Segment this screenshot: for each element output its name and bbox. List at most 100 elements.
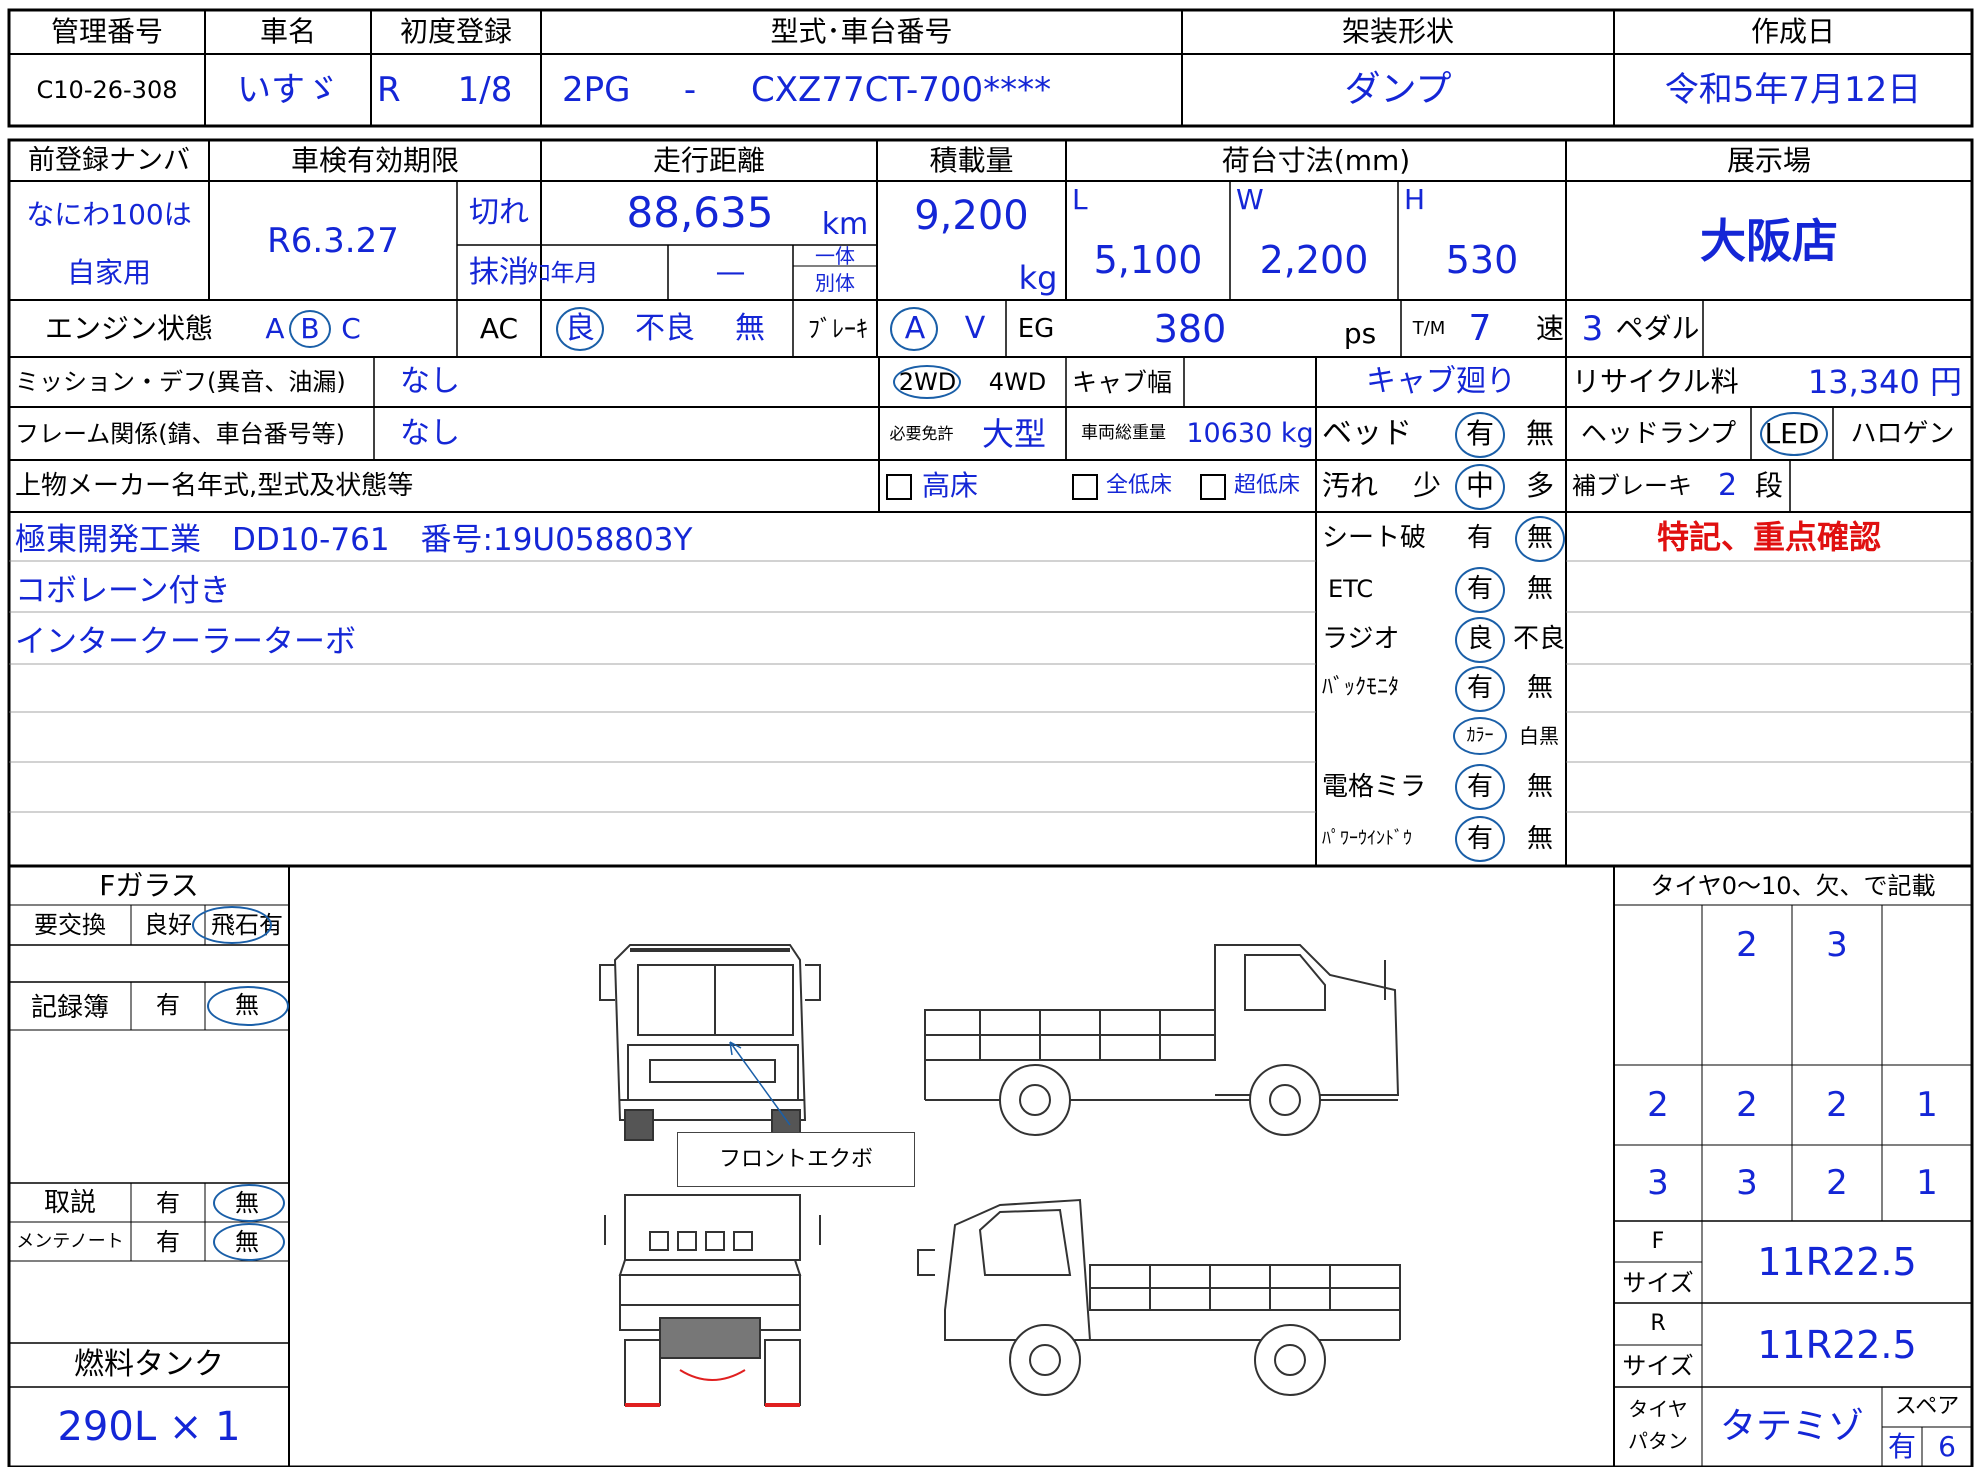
tire-rear2-2: 3 [1736, 1163, 1758, 1203]
bed-length: 5,100 [1093, 238, 1203, 282]
tire-rear2-4: 1 [1916, 1163, 1938, 1203]
pattern-label-1: タイヤ [1628, 1397, 1688, 1421]
record-book-label: 記録簿 [30, 992, 109, 1023]
tire-rear2-3: 2 [1826, 1163, 1848, 1203]
tacho-integrated: 一体 [815, 243, 855, 268]
glass-good: 良好 [144, 911, 192, 939]
glass-chip-circle [192, 906, 272, 944]
fuel-tank-value: 290L × 1 [57, 1404, 241, 1450]
drive-4wd: 4WD [988, 368, 1047, 396]
aux-brake-value: 2 [1717, 468, 1738, 503]
gross-weight-value: 10630 kg [1186, 418, 1314, 449]
bed-W-label: W [1236, 183, 1264, 216]
load-unit: kg [1018, 258, 1058, 297]
front-size-label: サイズ [1622, 1268, 1694, 1297]
front-tire-label: F [1651, 1228, 1665, 1254]
bed-height: 530 [1445, 238, 1519, 282]
rear-size-label: サイズ [1622, 1352, 1694, 1380]
mileage-value: 88,635 [626, 188, 774, 237]
header-bed-size: 荷台寸法(mm) [1221, 143, 1411, 177]
front-dent-callout: フロントエクボ [677, 1132, 915, 1187]
engine-grade-a: A [265, 311, 285, 345]
aux-brake-unit: 段 [1754, 469, 1783, 502]
note-line-2: コボレーン付き [15, 572, 231, 609]
car-name: いすゞ [237, 70, 339, 110]
header-mgmt-no: 管理番号 [50, 15, 163, 48]
reg-date: 1/8 [457, 70, 513, 110]
maintenance-note-label: メンテノート [16, 1230, 124, 1252]
pedal-count: 3 [1581, 308, 1604, 349]
reg-era: R [377, 70, 401, 110]
header-car-name: 車名 [259, 15, 316, 48]
dirt-mid-circle [1455, 464, 1505, 510]
gross-weight-label: 車両総重量 [1081, 423, 1166, 443]
chassis-number: CXZ77CT-700**** [751, 70, 1052, 110]
note-line-1: 極東開発工業 DD10-761 番号:19U058803Y [15, 521, 693, 558]
brake-grade-v: V [964, 310, 986, 346]
bed-width: 2,200 [1259, 238, 1369, 282]
aux-brake-label: 補ブレーキ [1572, 472, 1692, 500]
seat-tear-label: シート破 [1322, 523, 1427, 553]
special-notes-title: 特記、重点確認 [1656, 518, 1881, 556]
ps-unit: ps [1343, 316, 1377, 350]
engine-power: 380 [1153, 306, 1227, 351]
tacho-value: — [715, 254, 746, 290]
body-type: ダンプ [1344, 69, 1452, 110]
maintenance-note-no-circle [213, 1223, 285, 1261]
glass-replace: 要交換 [34, 911, 106, 939]
cancelled-label: 抹消 [469, 255, 529, 290]
tire-rear1-1: 2 [1647, 1085, 1669, 1125]
bed-yes-circle [1455, 412, 1505, 458]
tire-rear2-1: 3 [1647, 1163, 1669, 1203]
rear-tire-label: R [1650, 1311, 1666, 1336]
tm-label: T/M [1412, 317, 1446, 339]
high-floor-checkbox[interactable] [886, 474, 912, 500]
engine-grade-c: C [341, 311, 361, 345]
tire-panel-title: タイヤ0～10、欠、で記載 [1650, 871, 1936, 900]
frame-label: フレーム関係(錆、車台番号等) [15, 419, 346, 448]
super-low-floor-checkbox[interactable] [1200, 474, 1226, 500]
tire-rear1-2: 2 [1736, 1085, 1758, 1125]
created-date: 令和5年7月12日 [1664, 70, 1922, 110]
manual-no-circle [213, 1184, 285, 1222]
header-first-registration: 初度登録 [399, 15, 512, 48]
cab-width-label: キャブ幅 [1072, 367, 1173, 397]
mission-label: ミッション・デフ(異音、油漏) [15, 368, 346, 396]
full-low-floor-checkbox[interactable] [1072, 474, 1098, 500]
header-showroom: 展示場 [1726, 143, 1811, 177]
power-mirror-yes-circle [1455, 764, 1505, 810]
manual-yes: 有 [156, 1188, 180, 1217]
spare-label: スペア [1894, 1394, 1960, 1419]
ac-label: AC [479, 311, 519, 345]
front-glass-title: Fガラス [99, 868, 199, 902]
etc-label: ETC [1328, 575, 1374, 603]
header-model-chassis: 型式･車台番号 [770, 15, 953, 48]
manual-label: 取説 [43, 1187, 96, 1218]
prev-plate-line2: 自家用 [66, 256, 151, 289]
radio-good-circle [1455, 617, 1505, 663]
tire-front-right: 3 [1826, 925, 1848, 965]
pattern-label-2: パタン [1628, 1429, 1688, 1453]
recycle-fee: 13,340 円 [1807, 363, 1962, 401]
inspection-date: R6.3.27 [267, 220, 399, 261]
dirt-low: 少 [1412, 469, 1441, 502]
model-dash: - [683, 70, 697, 110]
speed-label: 速 [1535, 311, 1564, 345]
seat-tear-yes: 有 [1466, 523, 1493, 553]
note-line-3: インタークーラーターボ [15, 623, 356, 660]
mgmt-number: C10-26-308 [36, 76, 178, 104]
dirt-high: 多 [1525, 469, 1554, 502]
headlamp-halogen: ハロゲン [1850, 418, 1955, 449]
recycle-label: リサイクル料 [1572, 365, 1739, 398]
spare-count: 6 [1938, 1430, 1956, 1463]
dirt-label: 汚れ [1322, 469, 1379, 502]
seat-tear-no-circle [1515, 516, 1565, 562]
maintenance-note-yes: 有 [156, 1227, 180, 1256]
tire-rear1-3: 2 [1826, 1085, 1848, 1125]
backmonitor-mono: 白黒 [1519, 724, 1559, 748]
tacho-separate: 別体 [815, 271, 855, 295]
power-mirror-label: 電格ミラ [1322, 772, 1427, 802]
model-code: 2PG [562, 70, 631, 110]
tire-front-left: 2 [1736, 925, 1758, 965]
